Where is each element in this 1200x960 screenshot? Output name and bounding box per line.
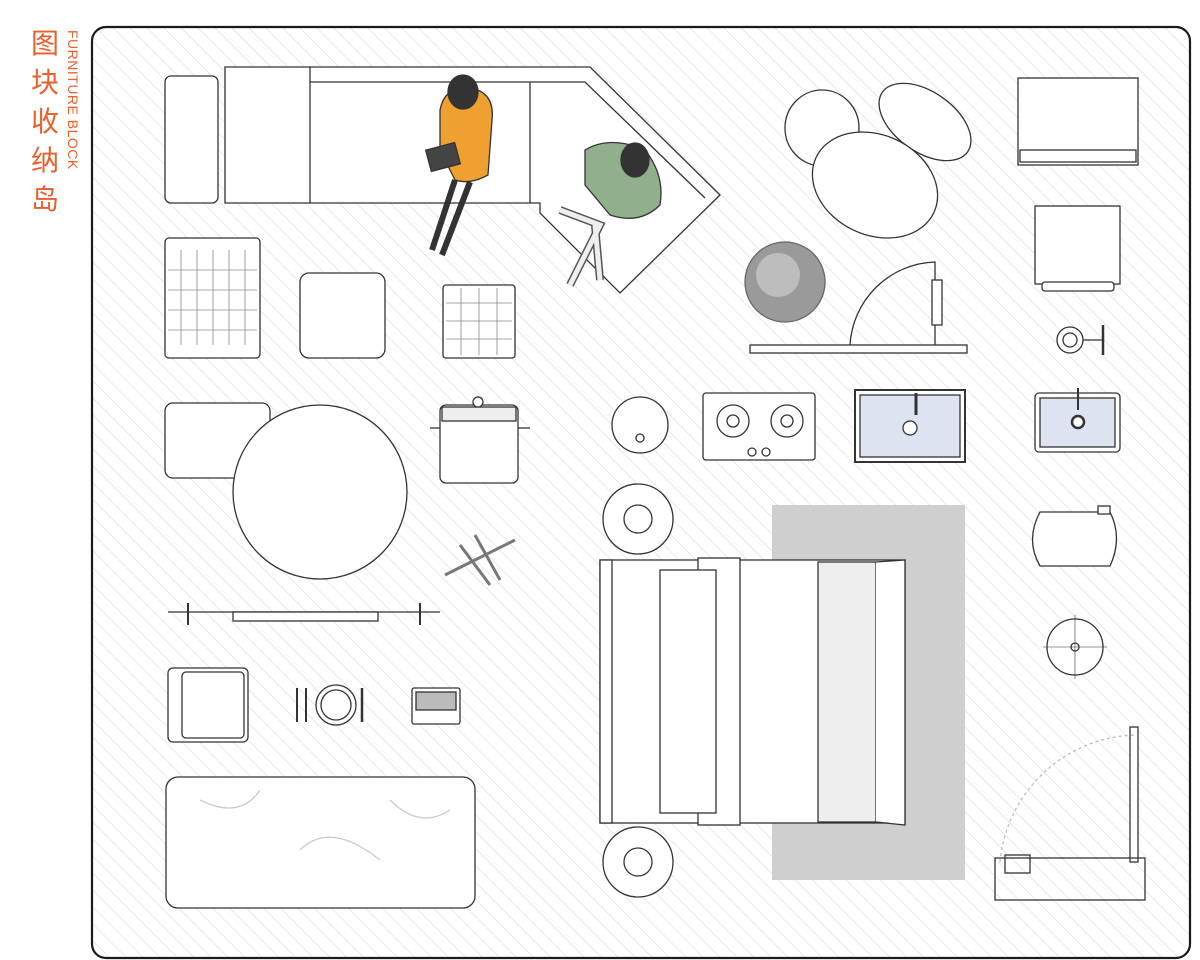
tufted-stool: [442, 284, 516, 359]
stool-round-top: [602, 483, 674, 555]
towel-ring: [1056, 325, 1105, 355]
tufted-ottoman: [164, 237, 261, 359]
laptop: [411, 687, 461, 725]
wash-basin: [1034, 388, 1121, 453]
title-chinese: 图块收纳岛: [30, 27, 59, 216]
robot-vacuum: [611, 396, 669, 454]
marble-table: [165, 776, 476, 909]
kitchen-sink: [854, 389, 966, 463]
stool-round-bottom: [602, 826, 674, 898]
person-man-sitting: [558, 141, 662, 287]
washing-machine: [1034, 205, 1121, 292]
plant-sprig: [444, 534, 516, 586]
door-swing: [749, 261, 968, 354]
floor-drain: [1043, 615, 1107, 679]
cooking-pot: [430, 396, 530, 484]
gas-stove: [702, 392, 816, 461]
toilet: [1031, 505, 1118, 567]
title-english: FURNITURE BLOCK: [65, 30, 81, 170]
armchair-small: [167, 667, 249, 743]
cabinet-open: [1017, 77, 1139, 166]
shower-enclosure: [994, 726, 1146, 901]
bed: [599, 557, 906, 826]
round-table: [232, 404, 408, 580]
person-woman-reading: [424, 74, 493, 257]
tableware-set: [296, 684, 364, 726]
square-stool: [299, 272, 386, 359]
lounge-chair: [784, 82, 972, 239]
potted-plant: [744, 241, 826, 323]
wall-shelf: [168, 603, 440, 625]
